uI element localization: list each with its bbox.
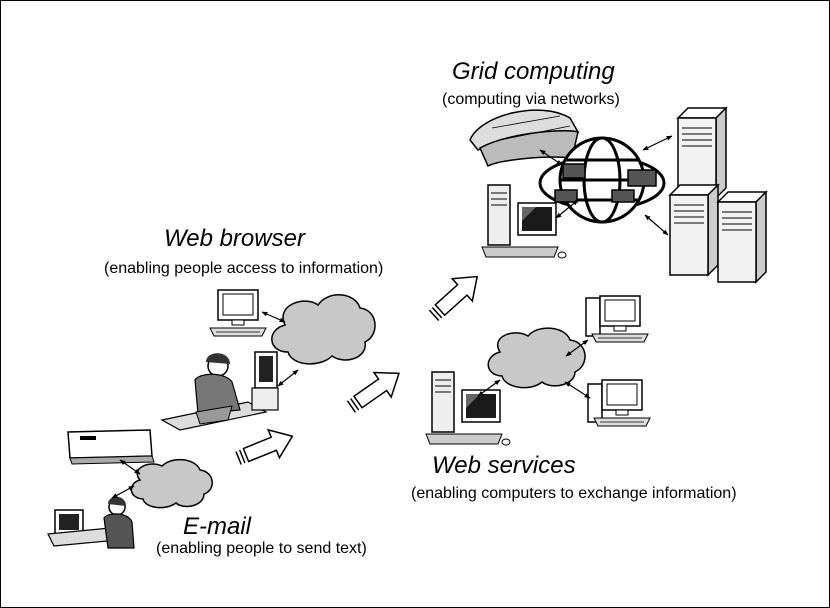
person-at-computer-icon: [47, 496, 135, 549]
desktop-computer-icon: [585, 295, 649, 343]
grid-computing-subtitle: (computing via networks): [442, 91, 620, 108]
workstation-icon: [481, 184, 567, 259]
progression-arrow-icon: [423, 264, 488, 328]
email-title: E-mail: [183, 513, 252, 540]
web-browser-title: Web browser: [164, 225, 305, 252]
server-tower-icon: [717, 191, 767, 283]
email-subtitle: (enabling people to send text): [156, 540, 367, 557]
desktop-computer-icon: [587, 379, 651, 427]
person-at-computer-icon: [160, 351, 279, 431]
satellite-dish-icon: [469, 109, 580, 168]
progression-arrow-icon: [342, 360, 409, 420]
cloud-icon: [487, 327, 586, 389]
web-browser-subtitle: (enabling people access to information): [104, 260, 384, 277]
workstation-icon: [425, 371, 511, 446]
server-tower-icon: [669, 184, 719, 276]
cloud-icon: [271, 294, 376, 365]
cloud-icon: [130, 458, 213, 509]
web-services-title: Web services: [432, 452, 576, 479]
desktop-computer-icon: [209, 289, 267, 337]
web-services-subtitle: (enabling computers to exchange informat…: [411, 485, 737, 502]
grid-computing-title: Grid computing: [452, 58, 615, 85]
envelope-icon: [67, 429, 155, 465]
progression-arrow-icon: [232, 421, 299, 473]
